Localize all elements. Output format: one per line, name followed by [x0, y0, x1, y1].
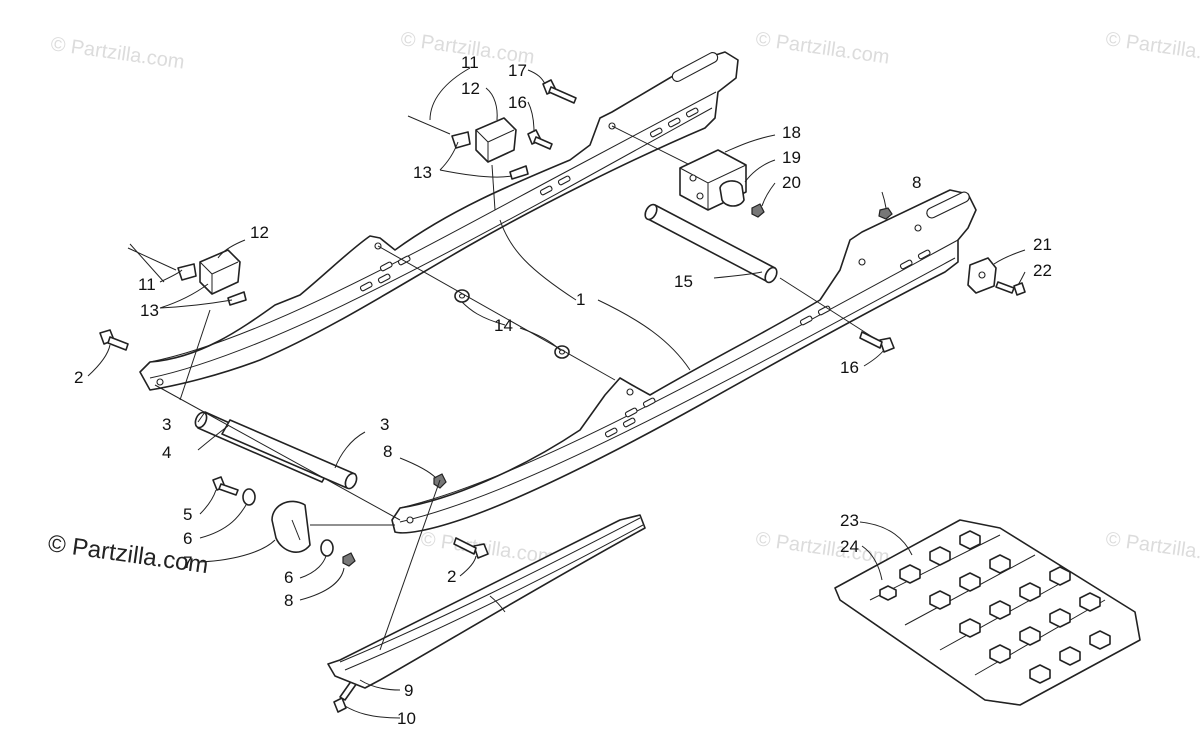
callout-2: 2: [447, 567, 456, 586]
track-lugs: [879, 530, 1111, 684]
callout-8: 8: [912, 173, 921, 192]
callout-16: 16: [840, 358, 859, 377]
callout-16: 16: [508, 93, 527, 112]
cross-shaft-rear: [611, 125, 886, 346]
leader-lines: [87, 67, 1026, 719]
callout-14: 14: [494, 316, 513, 335]
bolt: [527, 129, 553, 150]
callout-11: 11: [461, 53, 479, 72]
rail-slots: [604, 249, 931, 438]
slide-rail-back: [139, 51, 739, 391]
callout-8: 8: [383, 442, 392, 461]
watermark-text: © Partzilla.com: [754, 28, 891, 69]
callout-7: 7: [183, 553, 192, 572]
bolt: [995, 281, 1026, 296]
bolt: [212, 476, 239, 496]
callout-2: 2: [74, 368, 83, 387]
callout-8: 8: [284, 591, 293, 610]
callout-6: 6: [183, 529, 192, 548]
callout-4: 4: [162, 443, 171, 462]
nut: [878, 207, 893, 220]
watermark-text: © Partzilla.com: [754, 528, 891, 569]
bolt: [333, 679, 358, 713]
washer: [320, 539, 334, 557]
callout-19: 19: [782, 148, 801, 167]
callout-3: 3: [162, 415, 171, 434]
callout-12: 12: [461, 79, 480, 98]
slide-rail-front: [391, 189, 977, 534]
washer: [242, 488, 256, 506]
callout-15: 15: [674, 272, 693, 291]
shock-mount-block: [679, 149, 747, 211]
callout-13: 13: [140, 301, 159, 320]
callout-12: 12: [250, 223, 269, 242]
callout-1: 1: [576, 290, 585, 309]
bolt: [99, 329, 129, 351]
callout-6: 6: [284, 568, 293, 587]
callout-11: 11: [138, 275, 156, 294]
callout-13: 13: [413, 163, 432, 182]
callout-21: 21: [1033, 235, 1052, 254]
callout-20: 20: [782, 173, 801, 192]
callout-23: 23: [840, 511, 859, 530]
nut: [342, 552, 356, 567]
bolt: [542, 79, 577, 104]
callout-18: 18: [782, 123, 801, 142]
callout-17: 17: [508, 61, 527, 80]
cross-shaft-front: [154, 384, 401, 521]
callout-22: 22: [1033, 261, 1052, 280]
callout-3: 3: [380, 415, 389, 434]
callout-5: 5: [183, 505, 192, 524]
track-section: [834, 519, 1141, 706]
callout-9: 9: [404, 681, 413, 700]
callout-24: 24: [840, 537, 859, 556]
wear-strip: [327, 479, 646, 689]
rail-slots: [359, 107, 699, 292]
callout-10: 10: [397, 709, 416, 728]
rear-mount-bracket: [967, 257, 997, 294]
bolt: [453, 537, 489, 559]
callouts: 1 2 2 3 3 4 5 6 6 7 8 8 8 9 10 11 11 12 …: [74, 53, 1052, 728]
watermark-text: © Partzilla.com: [1104, 528, 1200, 569]
hitch-bracket-right: [407, 115, 529, 211]
nut: [751, 203, 765, 218]
watermark-text: © Partzilla.com: [49, 33, 186, 74]
rail-bumper: [271, 500, 395, 553]
bolt: [859, 331, 895, 353]
hitch-bracket-left: [127, 247, 247, 401]
watermark-text: © Partzilla.com: [1104, 28, 1200, 69]
